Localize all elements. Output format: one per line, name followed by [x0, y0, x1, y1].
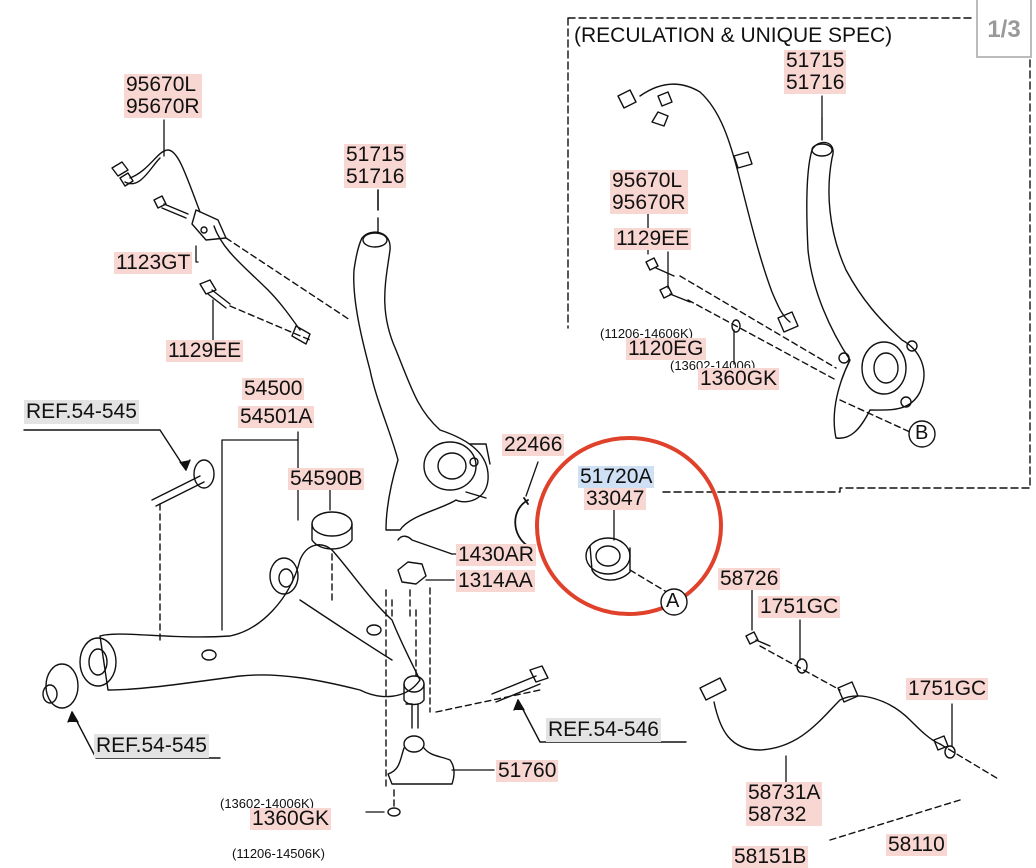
- bolt-1129ee: [199, 279, 231, 309]
- label-58151b[interactable]: 58151B: [732, 845, 809, 868]
- bolt-1123gt: [153, 195, 189, 219]
- lower-control-arm: [79, 544, 421, 698]
- marker-b[interactable]: B: [915, 422, 929, 444]
- label-58726[interactable]: 58726: [718, 567, 781, 590]
- spec-box-border: [567, 17, 1031, 493]
- marker-b-circle: [908, 420, 936, 448]
- label-58731a[interactable]: 58731A 58732: [746, 781, 823, 826]
- hub-bearing: [585, 537, 681, 601]
- label-1751gc-a[interactable]: 1751GC: [758, 595, 841, 618]
- label-bottom-code: (11206-14506K): [232, 846, 325, 861]
- washer-1751gc: [944, 745, 956, 759]
- label-58110[interactable]: 58110: [886, 833, 947, 856]
- label-spec-51715[interactable]: 51715 51716: [784, 49, 847, 94]
- label-1751gc-b[interactable]: 1751GC: [906, 677, 989, 700]
- label-54590b[interactable]: 54590B: [288, 467, 365, 490]
- ref-54-545-bottom[interactable]: REF.54-545: [94, 734, 209, 758]
- label-bearing[interactable]: 51720A 33047: [578, 465, 655, 510]
- label-1360gk-bottom[interactable]: 1360GK: [250, 807, 332, 830]
- label-51760[interactable]: 51760: [496, 759, 559, 782]
- spec-bolts: [645, 257, 741, 333]
- callout-circle: [535, 436, 723, 616]
- label-1129ee[interactable]: 1129EE: [166, 339, 244, 362]
- bushing-54590b: [311, 511, 353, 601]
- bolt-58726: [745, 631, 771, 647]
- steering-knuckle-left: [353, 231, 491, 531]
- label-22466[interactable]: 22466: [502, 433, 565, 456]
- label-95670-left[interactable]: 95670L 95670R: [124, 73, 202, 118]
- label-spec-95670[interactable]: 95670L 95670R: [610, 169, 688, 214]
- circlip: [514, 497, 529, 547]
- label-51715-left[interactable]: 51715 51716: [344, 143, 407, 188]
- ref-arrows: [23, 429, 687, 759]
- marker-a[interactable]: A: [666, 590, 680, 612]
- label-spec-1120eg[interactable]: 1120EG: [626, 337, 706, 360]
- spec-title: (RECULATION & UNIQUE SPEC): [574, 24, 893, 47]
- label-54500[interactable]: 54500 54501A: [238, 377, 315, 428]
- label-1123gt[interactable]: 1123GT: [114, 251, 193, 274]
- label-spec-1360gk[interactable]: 1360GK: [698, 367, 780, 390]
- label-spec-bolt-code: (11206-14606K): [600, 326, 693, 341]
- marker-a-circle: [660, 588, 688, 616]
- ball-joint-51760: [385, 589, 455, 791]
- ref-54-546[interactable]: REF.54-546: [546, 718, 661, 742]
- label-spec-1129ee[interactable]: 1129EE: [614, 227, 692, 250]
- wheel-speed-sensor: [111, 149, 311, 345]
- spec-steering-knuckle: [806, 141, 925, 439]
- label-1314aa[interactable]: 1314AA: [456, 569, 535, 592]
- bushing-disc-left: [42, 663, 79, 709]
- washer-bottom: [387, 807, 401, 817]
- ref-bolt: [151, 459, 215, 641]
- cotter-pin: [397, 535, 453, 555]
- label-washer-code-bottom: (13602-14006K): [220, 796, 314, 811]
- page-indicator: 1/3: [976, 0, 1032, 58]
- nut-1314aa: [391, 561, 427, 621]
- spec-wheel-speed-sensor: [617, 83, 799, 333]
- ref-54-545-top[interactable]: REF.54-545: [24, 400, 139, 424]
- ref-546-bolt: [435, 665, 549, 713]
- label-1430ar[interactable]: 1430AR: [456, 543, 536, 566]
